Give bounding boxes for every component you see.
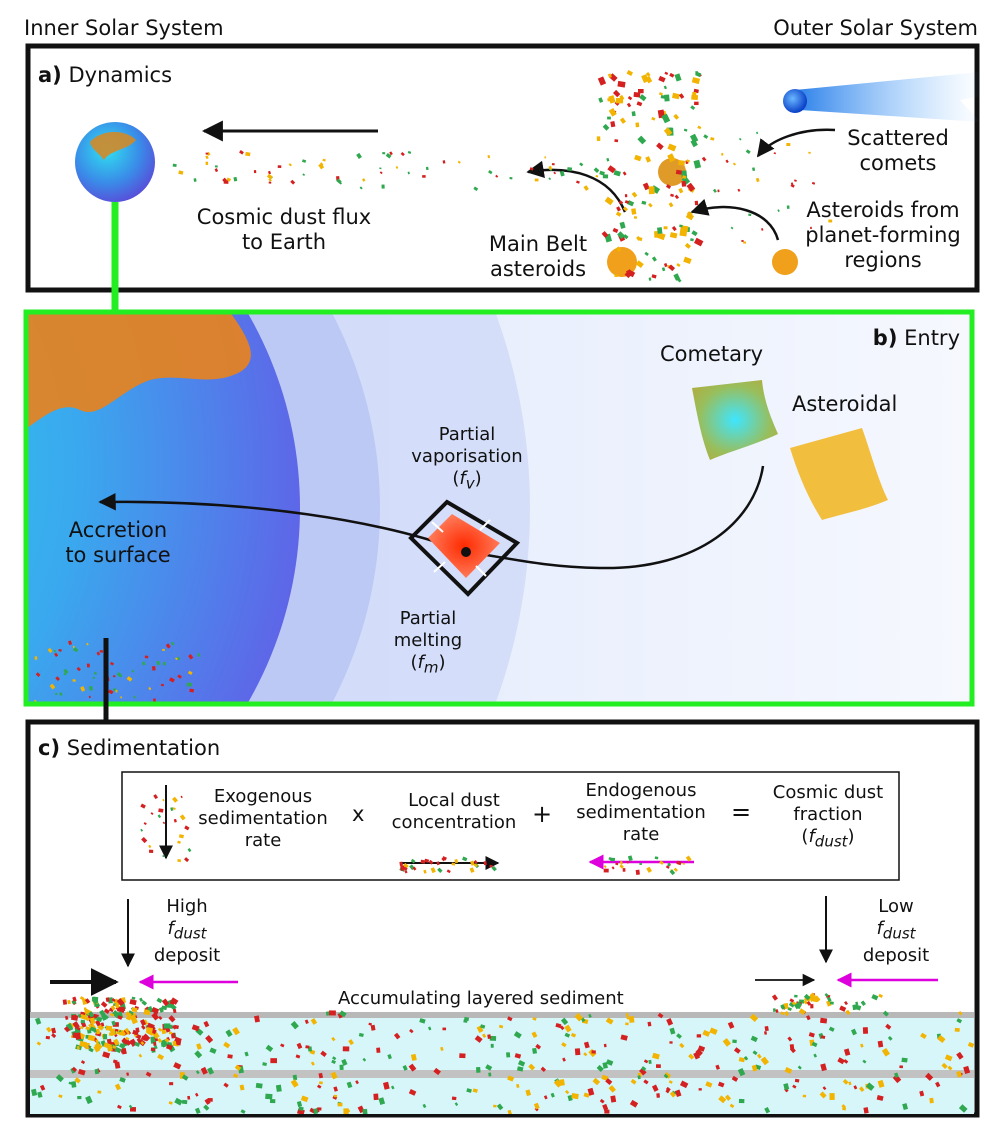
fv-symbol: (fv): [452, 468, 482, 493]
panel-c-name: Sedimentation: [66, 736, 221, 760]
panel-b-name: Entry: [904, 326, 960, 350]
fm-symbol: (fm): [410, 652, 446, 677]
planet-forming-line2: planet-forming: [805, 223, 961, 247]
local-label: Local dust concentration: [391, 790, 517, 833]
comets-line1: Scattered: [847, 126, 949, 150]
entry-trajectory: [465, 465, 765, 570]
planet-forming-asteroid-icon: [772, 249, 798, 275]
panel-b-letter: b): [872, 326, 898, 350]
planet-forming-line1: Asteroids from: [806, 198, 960, 222]
dust-stream-a: [172, 70, 833, 283]
continent-shape: [24, 312, 251, 430]
flux-label-line1: Cosmic dust flux: [196, 205, 372, 229]
panel-a-frame: [25, 43, 980, 293]
comets-label: Scattered comets: [836, 126, 960, 176]
low-deposit-mound: [771, 992, 883, 1017]
panel-b-title: b) Entry: [873, 326, 960, 350]
panel-c-title: c) Sedimentation: [38, 736, 220, 760]
accretion-arrow: [98, 493, 467, 554]
low-deposit-label: Low fdust deposit: [862, 896, 930, 966]
equation-dust: [140, 794, 692, 876]
melting-label: Partial melting (fm): [378, 608, 478, 679]
main-belt-line2: asteroids: [489, 257, 587, 281]
exogenous-label: Exogenous sedimentation rate: [198, 786, 328, 851]
plus-sign: +: [532, 800, 553, 828]
comets-line2: comets: [859, 151, 937, 175]
main-belt-arrow: [526, 160, 627, 213]
panel-a-name: Dynamics: [68, 63, 173, 87]
fdust-symbol: (fdust): [801, 826, 855, 851]
equals-sign: =: [731, 798, 752, 826]
main-belt-line1: Main Belt: [488, 232, 588, 256]
main-belt-label: Main Belt asteroids: [470, 232, 606, 282]
vaporisation-line1: Partial: [438, 424, 496, 445]
planet-forming-line3: regions: [844, 248, 922, 272]
asteroidal-label: Asteroidal: [792, 392, 898, 416]
flux-label: Cosmic dust flux to Earth: [186, 205, 382, 255]
cometary-particle-icon: [692, 380, 778, 460]
panel-a-letter: a): [38, 63, 62, 87]
planet-forming-label: Asteroids from planet-forming regions: [790, 198, 976, 273]
high-deposit-mound: [62, 996, 182, 1055]
sediment-label: Accumulating layered sediment: [338, 988, 624, 1009]
panel-c-letter: c): [38, 736, 61, 760]
panel-b-frame: [23, 309, 975, 707]
flux-label-line2: to Earth: [241, 230, 327, 254]
times-sign: x: [352, 802, 365, 826]
high-deposit-label: High fdust deposit: [153, 896, 221, 966]
panel-a-title: a) Dynamics: [38, 63, 172, 87]
header-inner: Inner Solar System: [24, 16, 224, 40]
accretion-label: Accretion to surface: [48, 518, 188, 568]
asteroidal-particle-icon: [790, 428, 888, 520]
accretion-line2: to surface: [65, 543, 171, 567]
comet-arrow: [756, 128, 836, 158]
melting-line1: Partial: [399, 608, 457, 629]
vaporisation-label: Partial vaporisation (fv): [402, 424, 532, 495]
cometary-label: Cometary: [660, 342, 764, 366]
endogenous-label: Endogenous sedimentation rate: [576, 780, 706, 845]
heated-particle-icon: [408, 499, 521, 597]
accretion-line1: Accretion: [68, 518, 168, 542]
comet-icon: [783, 72, 982, 122]
vaporisation-line2: vaporisation: [411, 446, 523, 467]
earth-small-icon: [75, 122, 155, 202]
planet-forming-arrow: [690, 198, 780, 241]
sediment-layer: [30, 1016, 974, 1114]
cosmic-fraction-label: Cosmic dust fraction (fdust): [760, 782, 896, 853]
header-outer: Outer Solar System: [773, 16, 978, 40]
equation-box: [121, 771, 900, 881]
melting-line2: melting: [393, 630, 463, 651]
